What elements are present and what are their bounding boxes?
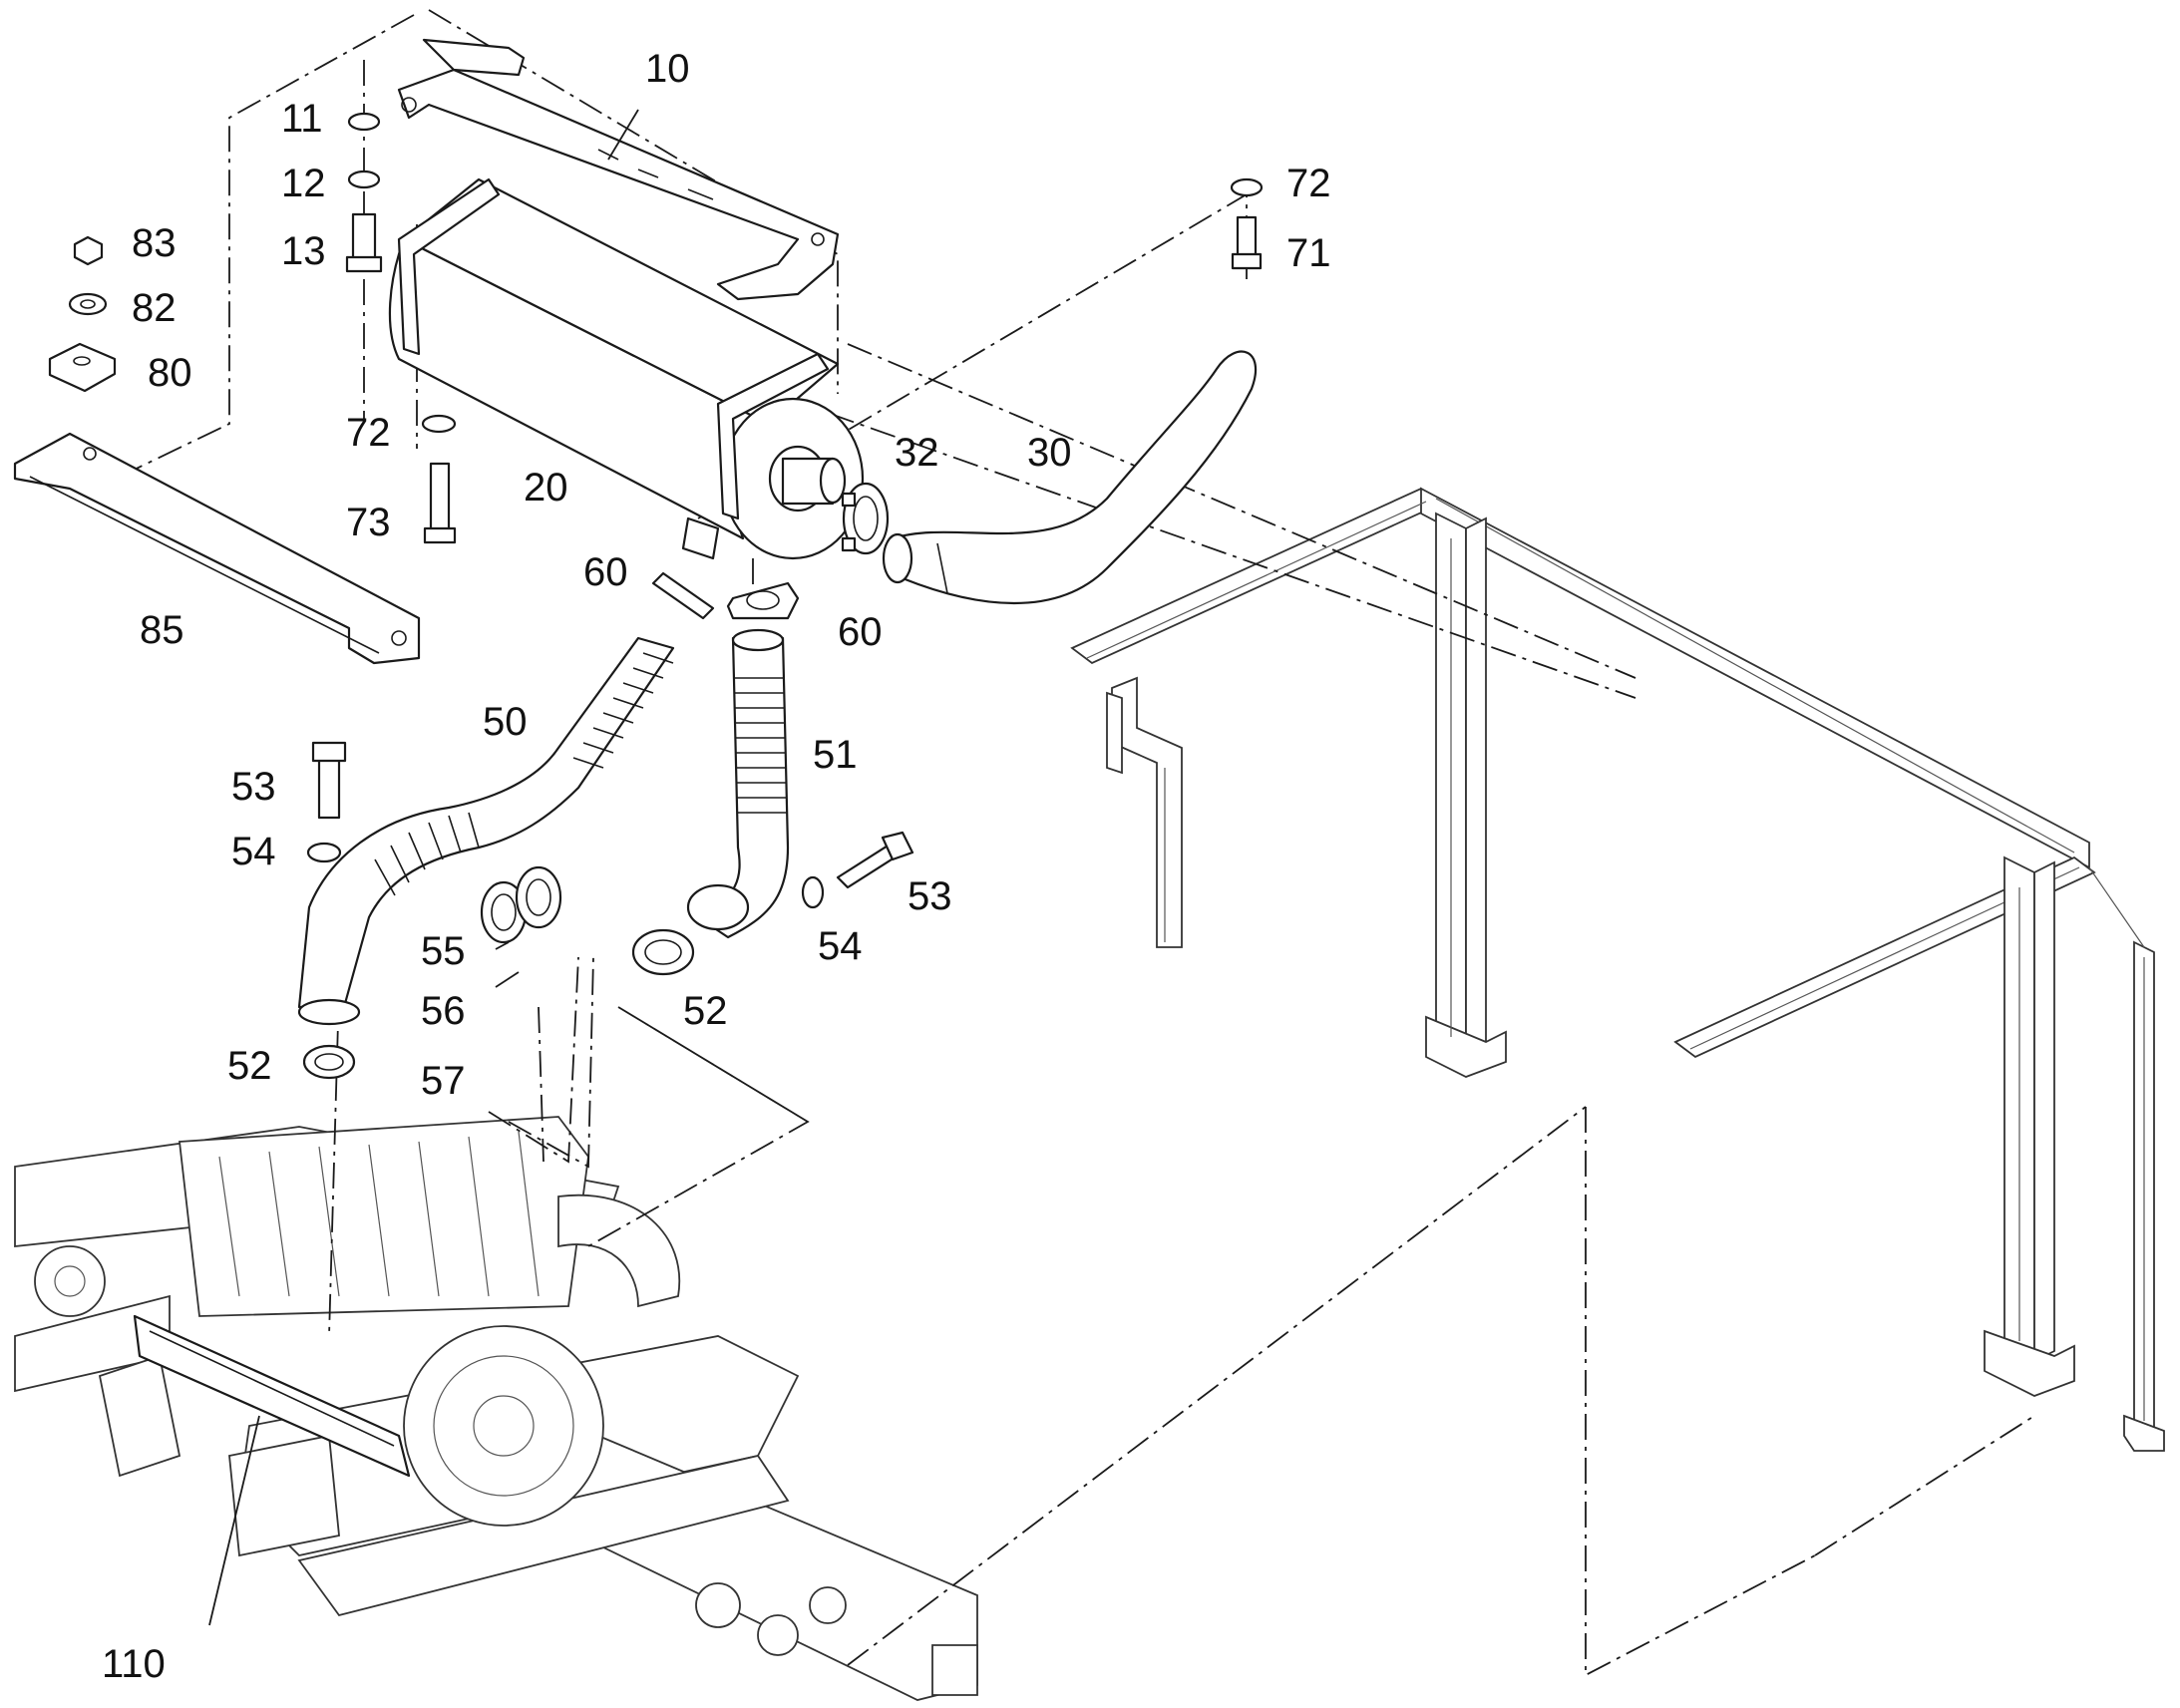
roof-frame <box>1070 487 2165 1452</box>
callout-73: 73 <box>346 501 391 544</box>
callout-52a: 52 <box>683 989 728 1033</box>
engine-chassis <box>14 1116 978 1701</box>
fasteners-right <box>1230 177 1264 270</box>
callout-52b: 52 <box>227 1044 272 1088</box>
callout-60b: 60 <box>838 610 883 654</box>
bolt-73-icon <box>429 462 451 535</box>
callout-53b: 53 <box>908 874 952 918</box>
callout-80: 80 <box>148 351 192 395</box>
lockwasher-12-icon <box>347 170 381 189</box>
gaskets-52 <box>302 928 695 1080</box>
leader-lines <box>208 109 639 1626</box>
flex-pipe-51 <box>686 628 790 939</box>
support-bracket-85 <box>13 432 421 665</box>
tailpipe-30 <box>882 350 1258 605</box>
clamps-55-56 <box>480 865 562 944</box>
callout-54a: 54 <box>231 830 276 873</box>
washer-72b-icon <box>1230 177 1264 197</box>
plate-80-icon <box>48 342 117 393</box>
washer-82-icon <box>68 292 108 316</box>
callout-54b: 54 <box>818 924 863 968</box>
callout-85: 85 <box>140 608 184 652</box>
clamp-60 <box>651 571 800 620</box>
muffler-20 <box>388 177 865 560</box>
callout-50: 50 <box>483 700 528 744</box>
callout-10: 10 <box>645 47 690 91</box>
washer-11-icon <box>347 112 381 132</box>
callout-83: 83 <box>132 221 177 265</box>
bellows-50a <box>572 652 674 769</box>
callout-55: 55 <box>421 929 466 973</box>
callout-51: 51 <box>813 733 858 777</box>
callout-11: 11 <box>281 97 323 141</box>
callout-13: 13 <box>281 229 326 273</box>
fasteners-left <box>48 112 457 544</box>
callout-57: 57 <box>421 1059 466 1103</box>
washer-72-icon <box>421 414 457 434</box>
clamp-32 <box>841 482 890 555</box>
bellows-50b <box>374 812 480 896</box>
callout-53a: 53 <box>231 765 276 809</box>
bolts-53-54 <box>306 741 914 909</box>
callout-32: 32 <box>895 431 939 475</box>
bolt-13-icon <box>351 212 377 262</box>
callout-30: 30 <box>1027 431 1072 475</box>
callout-110: 110 <box>102 1642 166 1686</box>
flex-pipe-50 <box>297 636 675 1026</box>
callouts: 10 11 12 13 83 82 80 72 71 72 73 20 32 3… <box>102 47 1331 1686</box>
bolt-71-icon <box>1236 215 1258 259</box>
mounting-bracket-10 <box>397 38 840 301</box>
callout-82: 82 <box>132 286 177 330</box>
callout-71: 71 <box>1286 231 1331 275</box>
callout-72b: 72 <box>346 411 391 455</box>
nut-83-icon <box>73 235 104 266</box>
callout-20: 20 <box>524 466 568 510</box>
callout-72a: 72 <box>1286 162 1331 205</box>
callout-12: 12 <box>281 162 326 205</box>
callout-60a: 60 <box>583 550 628 594</box>
callout-56: 56 <box>421 989 466 1033</box>
heat-shield <box>133 1314 411 1478</box>
